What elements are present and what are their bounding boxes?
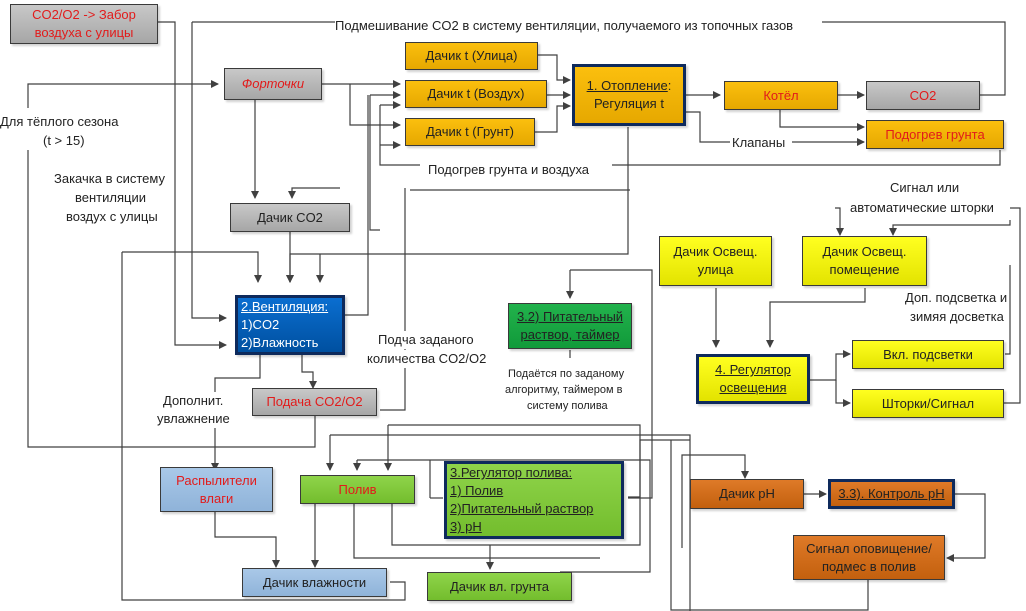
watering-regulator-title: 3.Регулятор полива: <box>450 465 573 480</box>
ventilation-item2: 2)Влажность <box>241 335 319 350</box>
extra-light-label-2: зимяя досветка <box>910 308 1004 326</box>
watering-box: Полив <box>300 475 415 504</box>
sensor-t-ground-box: Дачик t (Грунт) <box>405 118 535 146</box>
light-sensor-street-line1: Дачик Освещ. <box>673 244 758 259</box>
fortochki-box: Форточки <box>224 68 322 100</box>
pump-label-2: вентиляции <box>75 189 146 207</box>
heating-colon: : <box>667 78 672 93</box>
extra-light-label-1: Доп. подсветка и <box>905 289 1008 307</box>
nutrient-line1: 3.2) Питательный <box>516 309 624 324</box>
sensor-t-street-box: Дачик t (Улица) <box>405 42 538 70</box>
signal-curtains-label-2: автоматические шторки <box>850 199 994 217</box>
co2-supply-label: Подача CO2/O2 <box>266 394 363 409</box>
ventilation-box: 2.Вентиляция: 1)CO2 2)Влажность <box>235 295 345 355</box>
light-regulator-line1: 4. Регулятор <box>715 362 791 377</box>
nutrient-note-3: систему полива <box>527 399 608 414</box>
sensor-ph-box: Дачик pH <box>690 479 804 509</box>
sensor-co2-box: Дачик CO2 <box>230 203 350 232</box>
ventilation-item1: 1)CO2 <box>241 317 280 332</box>
light-sensor-street-box: Дачик Освещ. улица <box>659 236 772 286</box>
co2-amount-label-1: Подча заданого <box>378 331 474 349</box>
light-sensor-room-line2: помещение <box>829 262 900 277</box>
boiler-label: Котёл <box>763 87 799 103</box>
watering-regulator-box: 3.Регулятор полива: 1) Полив 2)Питательн… <box>444 461 624 539</box>
sensor-soil-box: Дачик вл. грунта <box>427 572 572 601</box>
fortochki-label: Форточки <box>241 76 305 91</box>
backlight-on-box: Вкл. подсветки <box>852 340 1004 369</box>
nutrient-note-2: алгоритму, таймером в <box>505 383 623 398</box>
sensor-co2-label: Дачик CO2 <box>257 209 323 225</box>
pump-label-1: Закачка в систему <box>54 170 165 188</box>
signal-curtains-label-1: Сигнал или <box>890 179 960 197</box>
nutrient-line2: раствор, таймер <box>520 327 620 342</box>
sprayers-line1: Распылители <box>176 472 257 488</box>
light-regulator-line2: освещения <box>719 380 787 395</box>
sensor-t-air-label: Дачик t (Воздух) <box>427 86 525 101</box>
curtains-box: Шторки/Сигнал <box>852 389 1004 418</box>
boiler-box: Котёл <box>724 81 838 110</box>
co2-box: CO2 <box>866 81 980 110</box>
co2-intake-line1: CO2/O2 -> Забор <box>32 7 136 22</box>
co2-supply-box: Подача CO2/O2 <box>252 388 377 416</box>
nutrient-box: 3.2) Питательный раствор, таймер <box>508 303 632 349</box>
heating-sub: Регуляция t <box>594 96 664 111</box>
sensor-soil-label: Дачик вл. грунта <box>449 578 550 594</box>
sensor-humidity-label: Дачик влажности <box>262 574 367 590</box>
heat-ground-air-label: Подогрев грунта и воздуха <box>428 161 590 179</box>
valves-label: Клапаны <box>732 134 786 152</box>
ph-control-box: 3.3). Контроль pH <box>828 479 955 509</box>
extra-humid-label-2: увлажнение <box>157 410 230 428</box>
sensor-humidity-box: Дачик влажности <box>242 568 387 597</box>
warm-season-label-1: Для тёплого сезона <box>0 113 119 131</box>
heating-title: 1. Отопление <box>586 78 668 93</box>
ground-heating-label: Подогрев грунта <box>885 126 985 142</box>
ph-control-label: 3.3). Контроль pH <box>838 486 945 501</box>
co2-intake-box: CO2/O2 -> Забор воздуха с улицы <box>10 4 158 44</box>
pump-label-3: воздух с улицы <box>66 208 158 226</box>
co2-intake-line2: воздуха с улицы <box>34 25 134 40</box>
watering-label: Полив <box>338 481 377 497</box>
co2-label: CO2 <box>909 87 937 103</box>
alarm-line2: подмес в полив <box>821 558 917 574</box>
curtains-label: Шторки/Сигнал <box>881 395 975 411</box>
sprayers-line2: влаги <box>199 490 234 506</box>
backlight-on-label: Вкл. подсветки <box>883 346 973 362</box>
ground-heating-box: Подогрев грунта <box>866 120 1004 149</box>
extra-humid-label-1: Дополнит. <box>163 392 224 410</box>
light-regulator-box: 4. Регулятор освещения <box>696 354 810 404</box>
light-sensor-street-line2: улица <box>697 262 734 277</box>
sensor-t-ground-label: Дачик t (Грунт) <box>426 124 514 139</box>
warm-season-label-2: (t > 15) <box>43 132 85 150</box>
alarm-line1: Сигнал оповищение/ <box>806 540 932 556</box>
sprayers-box: Распылители влаги <box>160 467 273 512</box>
nutrient-note-1: Подаётся по заданому <box>508 367 625 382</box>
sensor-ph-label: Дачик pH <box>719 486 775 501</box>
light-sensor-room-box: Дачик Освещ. помещение <box>802 236 927 286</box>
sensor-t-street-label: Дачик t (Улица) <box>425 48 518 63</box>
alarm-box: Сигнал оповищение/ подмес в полив <box>793 535 945 580</box>
watering-regulator-item3: 3) pH <box>450 519 482 534</box>
co2-mixing-label: Подмешивание CO2 в систему вентиляции, п… <box>335 17 794 35</box>
watering-regulator-item1: 1) Полив <box>450 483 504 498</box>
co2-amount-label-2: количества CO2/O2 <box>367 350 487 368</box>
watering-regulator-item2: 2)Питательный раствор <box>450 501 594 516</box>
ventilation-title: 2.Вентиляция: <box>241 299 329 314</box>
sensor-t-air-box: Дачик t (Воздух) <box>405 80 547 108</box>
heating-box: 1. Отопление: Регуляция t <box>572 64 686 126</box>
light-sensor-room-line1: Дачик Освещ. <box>822 244 907 259</box>
